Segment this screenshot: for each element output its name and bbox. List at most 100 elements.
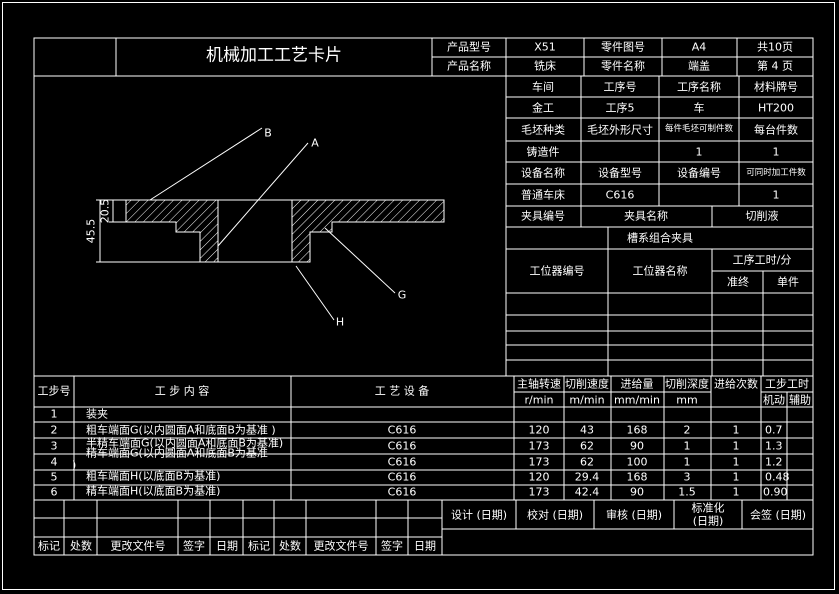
step-passes: 1 [732,470,740,484]
op-no: 工序5 [605,101,635,115]
page-no: 第 4 页 [757,59,793,73]
dim-inner: 20.5 [98,198,112,224]
step-feed: 100 [626,455,648,469]
col-content: 工 步 内 容 [154,384,210,398]
per-blank-label: 每件毛坯可制件数 [664,124,733,135]
product-name: 铣床 [534,59,556,73]
step-no: 1 [50,407,58,421]
per-machine-label: 每台件数 [754,123,798,137]
rev-doc-2: 更改文件号 [313,539,369,553]
blank-size-label: 毛坯外形尺寸 [587,123,653,137]
step-feed: 90 [630,439,644,453]
step-content: 粗车端面H(以底面B为基准) [86,469,221,483]
col-feed: 进给量 [620,377,654,391]
rev-sign: 签字 [183,539,205,553]
rev-sign-2: 签字 [381,539,403,553]
step-no: 3 [50,439,58,453]
part-no-label: 零件图号 [601,40,645,54]
step-equip: C616 [387,470,417,484]
rev-date: 日期 [216,539,238,553]
material-label: 材料牌号 [754,80,798,94]
col-speed: 主轴转速 [517,377,561,391]
step-equip: C616 [387,485,417,499]
col-cut-speed: 切削速度 [565,377,609,391]
blank-type-label: 毛坯种类 [521,123,565,137]
equip-model: C616 [605,188,635,202]
step-depth: 1.5 [678,485,696,499]
per-machine: 1 [772,145,780,159]
fixture-name-label: 夹具名称 [624,209,668,223]
fixture-name: 槽系组合夹具 [627,231,693,245]
station-name-label: 工位器名称 [632,264,688,278]
rev-count: 处数 [70,539,92,553]
step-no: 6 [50,485,58,499]
product-model-label: 产品型号 [447,40,491,54]
part-name: 端盖 [688,59,710,73]
rev-mark-2: 标记 [248,539,270,553]
footer-review: 审核 (日期) [605,508,663,522]
leader-h [295,265,335,321]
footer-design: 设计 (日期) [450,508,508,522]
col-feed-unit: mm/min [614,393,660,407]
step-machine-time: 1.2 [765,455,783,469]
step-equip: C616 [387,455,417,469]
fixture-no-label: 夹具编号 [521,209,565,223]
col-depth: 切削深度 [665,377,709,391]
footer-standard-date: (日期) [692,514,724,528]
step-feed: 168 [626,470,648,484]
col-step-no: 工步号 [37,384,71,398]
step-passes: 1 [732,455,740,469]
step-content: 精车端面G(以内圆面A和底面B为基准 [86,446,268,460]
rev-date-2: 日期 [414,539,436,553]
step-speed: 120 [528,470,550,484]
op-time-label: 工序工时/分 [732,253,792,267]
simul-label: 可同时加工件数 [746,167,806,178]
op-name-label: 工序名称 [677,80,721,94]
label-b: B [264,126,272,140]
step-depth: 2 [683,423,691,437]
step-depth: 1 [683,455,691,469]
rev-mark: 标记 [38,539,60,553]
rev-count-2: 处数 [279,539,301,553]
step-content-wrap: ) [72,458,77,472]
step-no: 4 [50,455,58,469]
per-blank: 1 [695,145,703,159]
unit-label: 单件 [777,275,799,289]
step-machine-time: 0.48 [765,470,790,484]
step-machine-time: 0.90 [763,485,788,499]
workshop: 金工 [532,101,554,115]
step-speed: 173 [528,439,550,453]
step-no: 2 [50,423,58,437]
footer-check: 校对 (日期) [526,508,584,522]
step-no: 5 [50,470,58,484]
total-pages: 共10页 [757,40,793,54]
label-a: A [311,136,319,150]
op-no-label: 工序号 [603,80,637,94]
step-equip: C616 [387,423,417,437]
workshop-label: 车间 [532,80,554,94]
equip-model-label: 设备型号 [598,166,642,180]
col-step-time: 工步工时 [765,377,809,391]
section-left [125,199,219,263]
step-content: 粗车端面G(以内圆面A和底面B为基准 ) [86,423,276,437]
step-cut: 42.4 [574,485,600,499]
col-aux-time: 辅助 [789,393,811,407]
prep-label: 准终 [727,275,749,289]
rev-doc: 更改文件号 [110,539,166,553]
footer-standard: 标准化 [691,501,725,515]
part-name-label: 零件名称 [601,59,645,73]
step-speed: 120 [528,423,550,437]
step-passes: 1 [732,485,740,499]
equip-name: 普通车床 [521,188,565,202]
step-machine-time: 1.3 [765,439,783,453]
col-machine-time: 机动 [763,393,785,407]
blank-type: 铸造件 [526,145,560,159]
step-content: 半精车端面G(以内圆面A和底面B为基准) [86,436,284,450]
col-depth-unit: mm [676,393,698,407]
step-passes: 1 [732,439,740,453]
col-cut-speed-unit: m/min [569,393,605,407]
step-equip: C616 [387,439,417,453]
